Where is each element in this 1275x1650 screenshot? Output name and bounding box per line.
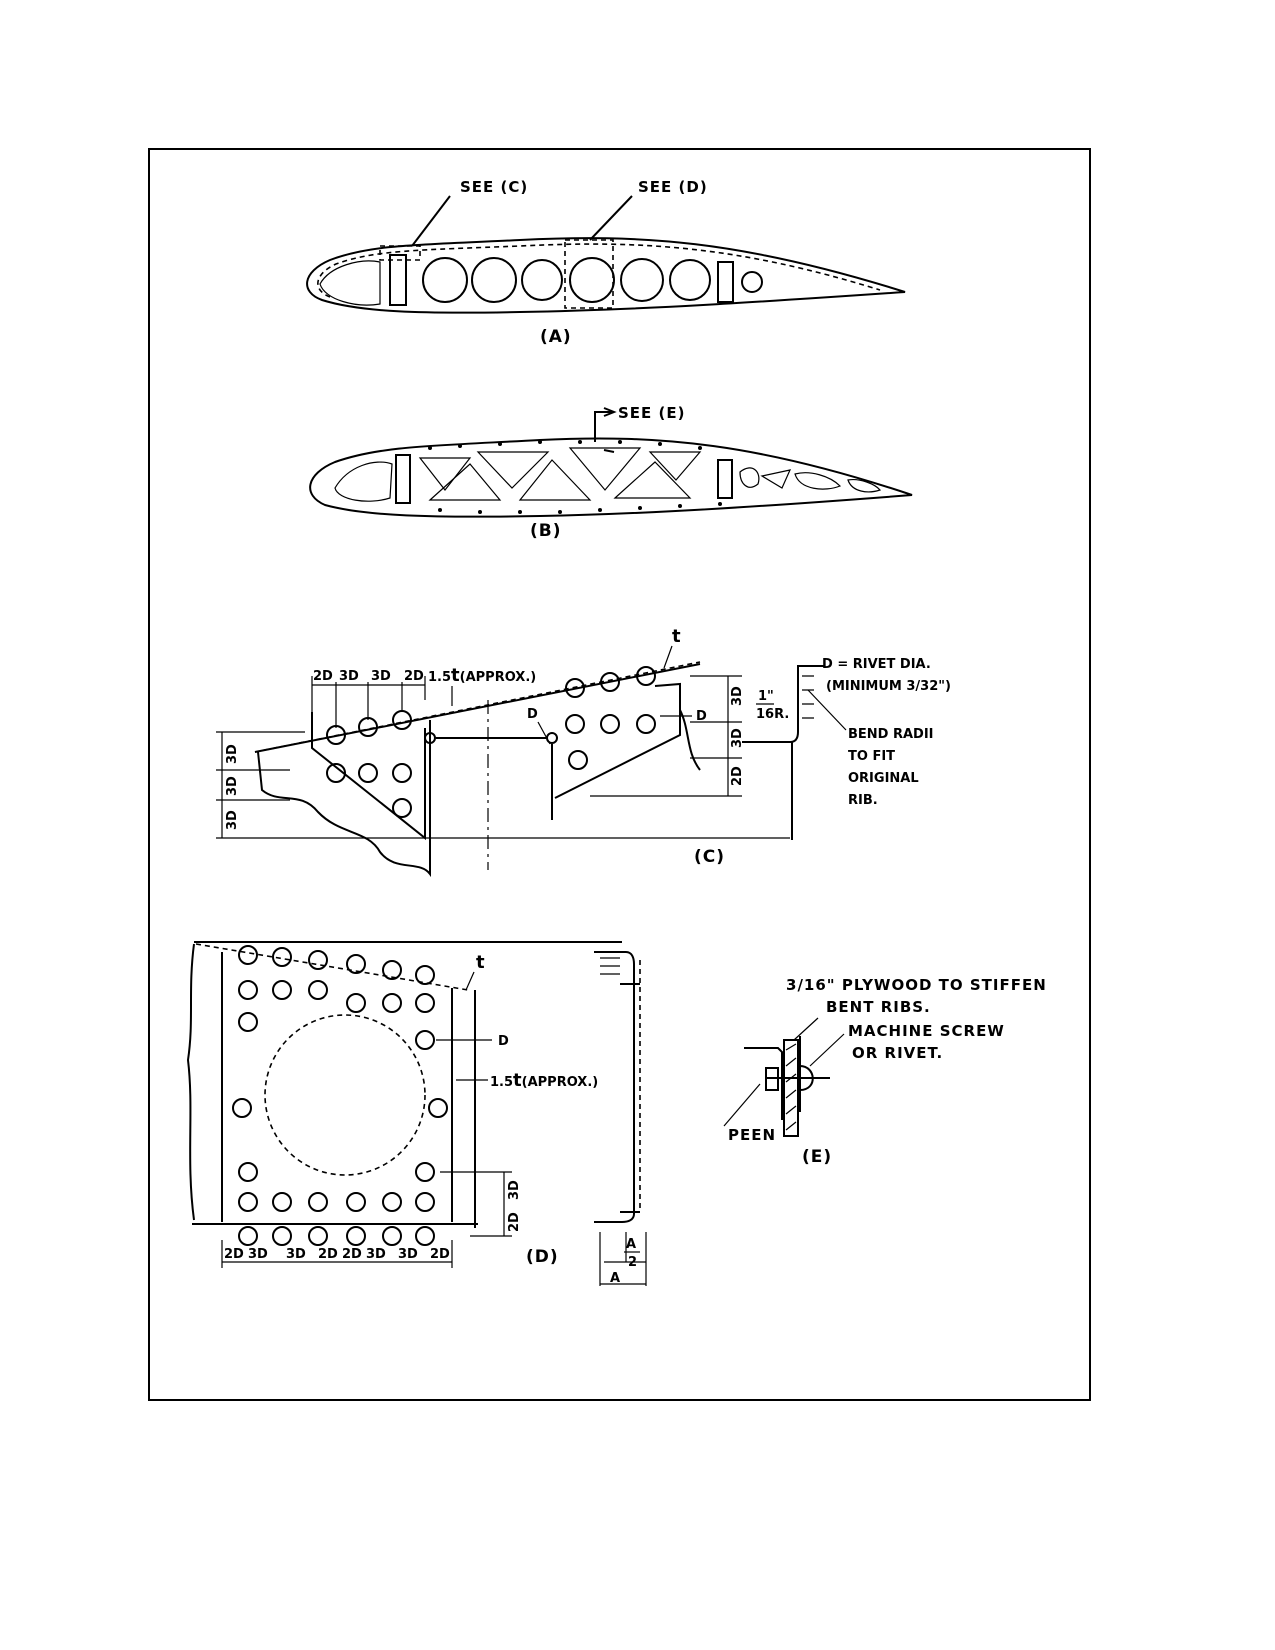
truss-cutout (568, 447, 642, 491)
svg-text:3D: 3D (225, 776, 240, 796)
svg-text:3D: 3D (371, 669, 391, 684)
caption-a: (A) (540, 327, 572, 347)
rivet-dia-minimum: (MINIMUM 3/32") (826, 679, 951, 694)
screw-note: MACHINE SCREW (848, 1022, 1005, 1040)
caption-c: (C) (694, 847, 725, 867)
thickness-t-c: t (672, 626, 681, 647)
view-e: 3/16" PLYWOOD TO STIFFEN BENT RIBS. MACH… (723, 976, 1047, 1167)
truss-cutout (648, 451, 702, 481)
callout-see-e: SEE (E) (618, 404, 685, 422)
caption-d: (D) (526, 1247, 559, 1267)
bent-rib-e (744, 1047, 783, 1120)
svg-text:2D: 2D (224, 1247, 244, 1262)
rivets-c-left (326, 710, 412, 818)
rivet-dots (428, 440, 722, 514)
caption-b: (B) (530, 521, 562, 541)
view-b: SEE (E) (B) (309, 404, 913, 541)
rib-a-nose-cutout (319, 260, 381, 306)
broken-rib-left (257, 720, 431, 878)
lightening-hole (669, 259, 711, 301)
repair-zone-d (564, 239, 614, 309)
caption-e: (E) (802, 1147, 832, 1167)
svg-text:3D: 3D (366, 1247, 386, 1262)
callout-see-c: SEE (C) (460, 178, 528, 196)
rib-b-front-spar (395, 454, 411, 504)
plywood-stiffener (783, 1039, 799, 1137)
svg-text:3D: 3D (339, 669, 359, 684)
rib-b-outline (309, 437, 913, 518)
rib-a-front-spar (389, 254, 407, 306)
edge-distance-d: 1.5t(APPROX.) (490, 1070, 598, 1091)
svg-text:2D: 2D (730, 766, 745, 786)
rib-b-nose-cutout (334, 461, 393, 502)
splice-plate-right (554, 682, 681, 799)
edge-distance-c: 1.5t(APPROX.) (428, 665, 536, 686)
screw-note-2: OR RIVET. (852, 1044, 943, 1062)
flange-full-a: A (610, 1271, 620, 1286)
svg-text:3D: 3D (730, 686, 745, 706)
view-a: SEE (C) SEE (D) (A) (306, 178, 906, 347)
svg-text:2D: 2D (404, 669, 424, 684)
svg-text:3D: 3D (225, 744, 240, 764)
view-d: t D 1.5t(APPROX.) 2D 3D 3D 2D 2D 3D 3D 2… (186, 941, 647, 1286)
rib-flange-profile (594, 951, 635, 1223)
callout-see-d: SEE (D) (638, 178, 708, 196)
svg-text:2D: 2D (318, 1247, 338, 1262)
truss-cutout (518, 459, 592, 501)
svg-text:3D: 3D (248, 1247, 268, 1262)
rib-a-rear-spar (717, 261, 734, 303)
lightening-hole (422, 257, 468, 303)
rivet-d-label-c: D (527, 707, 538, 722)
truss-cutout (613, 461, 692, 499)
svg-text:2D: 2D (507, 1212, 522, 1232)
lightening-hole (741, 271, 763, 293)
bend-radius-label: 1" (758, 689, 774, 704)
flange-half-a: A (626, 1237, 636, 1252)
splice-plate-left (311, 712, 426, 841)
svg-text:ORIGINAL: ORIGINAL (848, 771, 919, 786)
truss-cutout (418, 457, 472, 491)
plywood-note: 3/16" PLYWOOD TO STIFFEN (786, 976, 1047, 994)
rivet-dia-legend: D = RIVET DIA. (822, 657, 931, 672)
skin-line-d (195, 943, 469, 991)
rib-b-rear-spar (717, 459, 733, 499)
svg-text:2D: 2D (342, 1247, 362, 1262)
rivet-d-label-c2: D (696, 709, 707, 724)
svg-text:3D: 3D (730, 728, 745, 748)
svg-text:16R.: 16R. (756, 707, 789, 722)
peen-label: PEEN (728, 1126, 776, 1144)
svg-text:3D: 3D (507, 1180, 522, 1200)
rib-a-outline (306, 237, 906, 314)
lightening-hole-d (264, 1014, 426, 1176)
truss-cutout (476, 451, 550, 489)
truss-cutout (428, 463, 502, 501)
figure-frame (148, 148, 1091, 1401)
lightening-hole (521, 259, 563, 301)
svg-text:2D: 2D (430, 1247, 450, 1262)
lightening-hole (620, 258, 664, 302)
bent-rib-profile (742, 665, 825, 743)
plywood-note-2: BENT RIBS. (826, 998, 931, 1016)
rivets-c-right (565, 666, 656, 770)
rivets-d (232, 945, 448, 1246)
svg-text:RIB.: RIB. (848, 793, 878, 808)
svg-text:2D: 2D (313, 669, 333, 684)
view-c: 2D 3D 3D 2D 1.5t(APPROX.) t D D 3D 3D 3D… (216, 626, 951, 878)
svg-text:TO FIT: TO FIT (848, 749, 895, 764)
lightening-hole (569, 257, 615, 303)
svg-text:3D: 3D (225, 810, 240, 830)
rivet-d-label-d: D (498, 1034, 509, 1049)
svg-text:3D: 3D (286, 1247, 306, 1262)
lightening-hole (471, 257, 517, 303)
svg-text:2: 2 (628, 1255, 637, 1270)
bend-radii-note: BEND RADII (848, 727, 934, 742)
svg-text:3D: 3D (398, 1247, 418, 1262)
thickness-t-d: t (476, 952, 485, 973)
